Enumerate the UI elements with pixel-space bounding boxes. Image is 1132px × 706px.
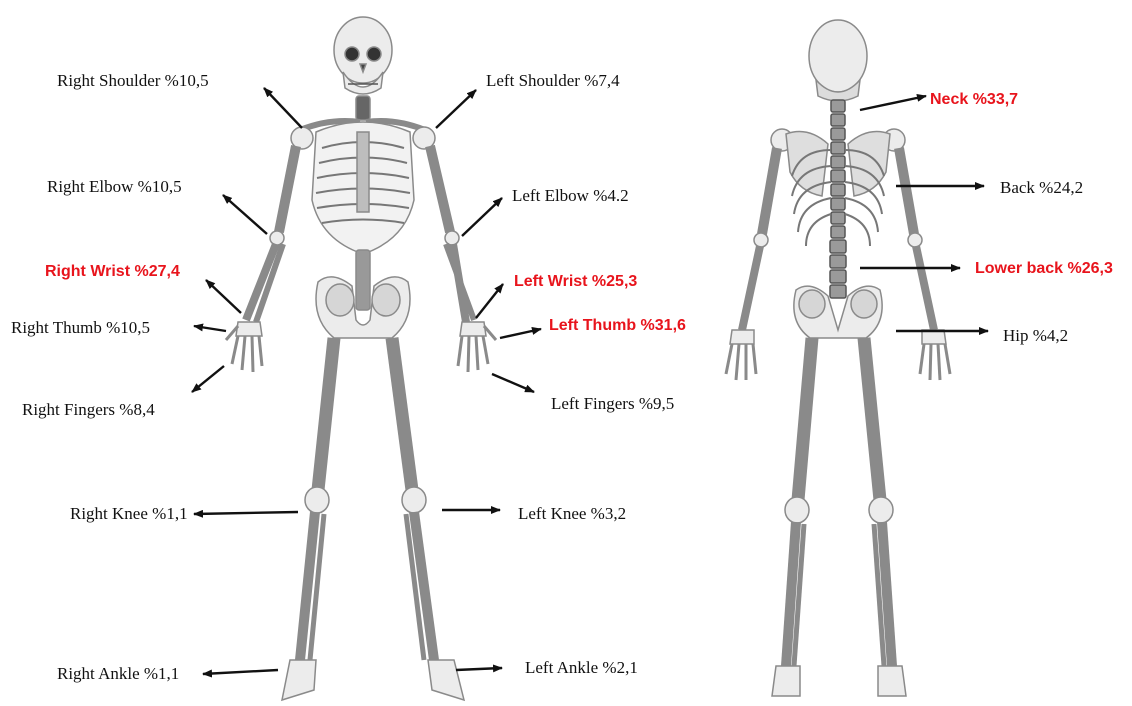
- label-lower-back: Lower back %26,3: [975, 259, 1113, 279]
- back-skeleton-illustration: [726, 20, 950, 696]
- arrow-right-wrist: [206, 280, 241, 313]
- arrow-right-knee: [194, 512, 298, 514]
- arrow-neck: [860, 96, 926, 110]
- arrow-right-ankle: [203, 670, 278, 674]
- label-right-ankle: Right Ankle %1,1: [57, 664, 179, 684]
- arrow-left-wrist: [476, 284, 503, 318]
- arrow-left-thumb: [500, 329, 541, 338]
- label-right-elbow: Right Elbow %10,5: [47, 177, 182, 197]
- arrow-right-fingers: [192, 366, 224, 392]
- label-left-fingers: Left Fingers %9,5: [551, 394, 674, 414]
- label-left-ankle: Left Ankle %2,1: [525, 658, 638, 678]
- arrow-right-elbow: [223, 195, 267, 234]
- front-skeleton-illustration: [226, 17, 496, 700]
- label-left-wrist: Left Wrist %25,3: [514, 272, 637, 292]
- arrow-right-thumb: [194, 326, 226, 331]
- label-left-shoulder: Left Shoulder %7,4: [486, 71, 620, 91]
- label-back: Back %24,2: [1000, 178, 1083, 198]
- arrow-right-shoulder: [264, 88, 302, 128]
- label-right-knee: Right Knee %1,1: [70, 504, 188, 524]
- label-left-elbow: Left Elbow %4.2: [512, 186, 629, 206]
- label-left-thumb: Left Thumb %31,6: [549, 316, 686, 336]
- label-hip: Hip %4,2: [1003, 326, 1068, 346]
- arrow-left-fingers: [492, 374, 534, 392]
- arrow-left-elbow: [462, 198, 502, 236]
- label-right-shoulder: Right Shoulder %10,5: [57, 71, 209, 91]
- label-left-knee: Left Knee %3,2: [518, 504, 626, 524]
- label-right-thumb: Right Thumb %10,5: [11, 318, 150, 338]
- arrow-left-ankle: [456, 668, 502, 670]
- label-neck: Neck %33,7: [930, 90, 1018, 110]
- arrow-left-shoulder: [436, 90, 476, 128]
- label-right-wrist: Right Wrist %27,4: [45, 262, 180, 282]
- label-right-fingers: Right Fingers %8,4: [22, 400, 155, 420]
